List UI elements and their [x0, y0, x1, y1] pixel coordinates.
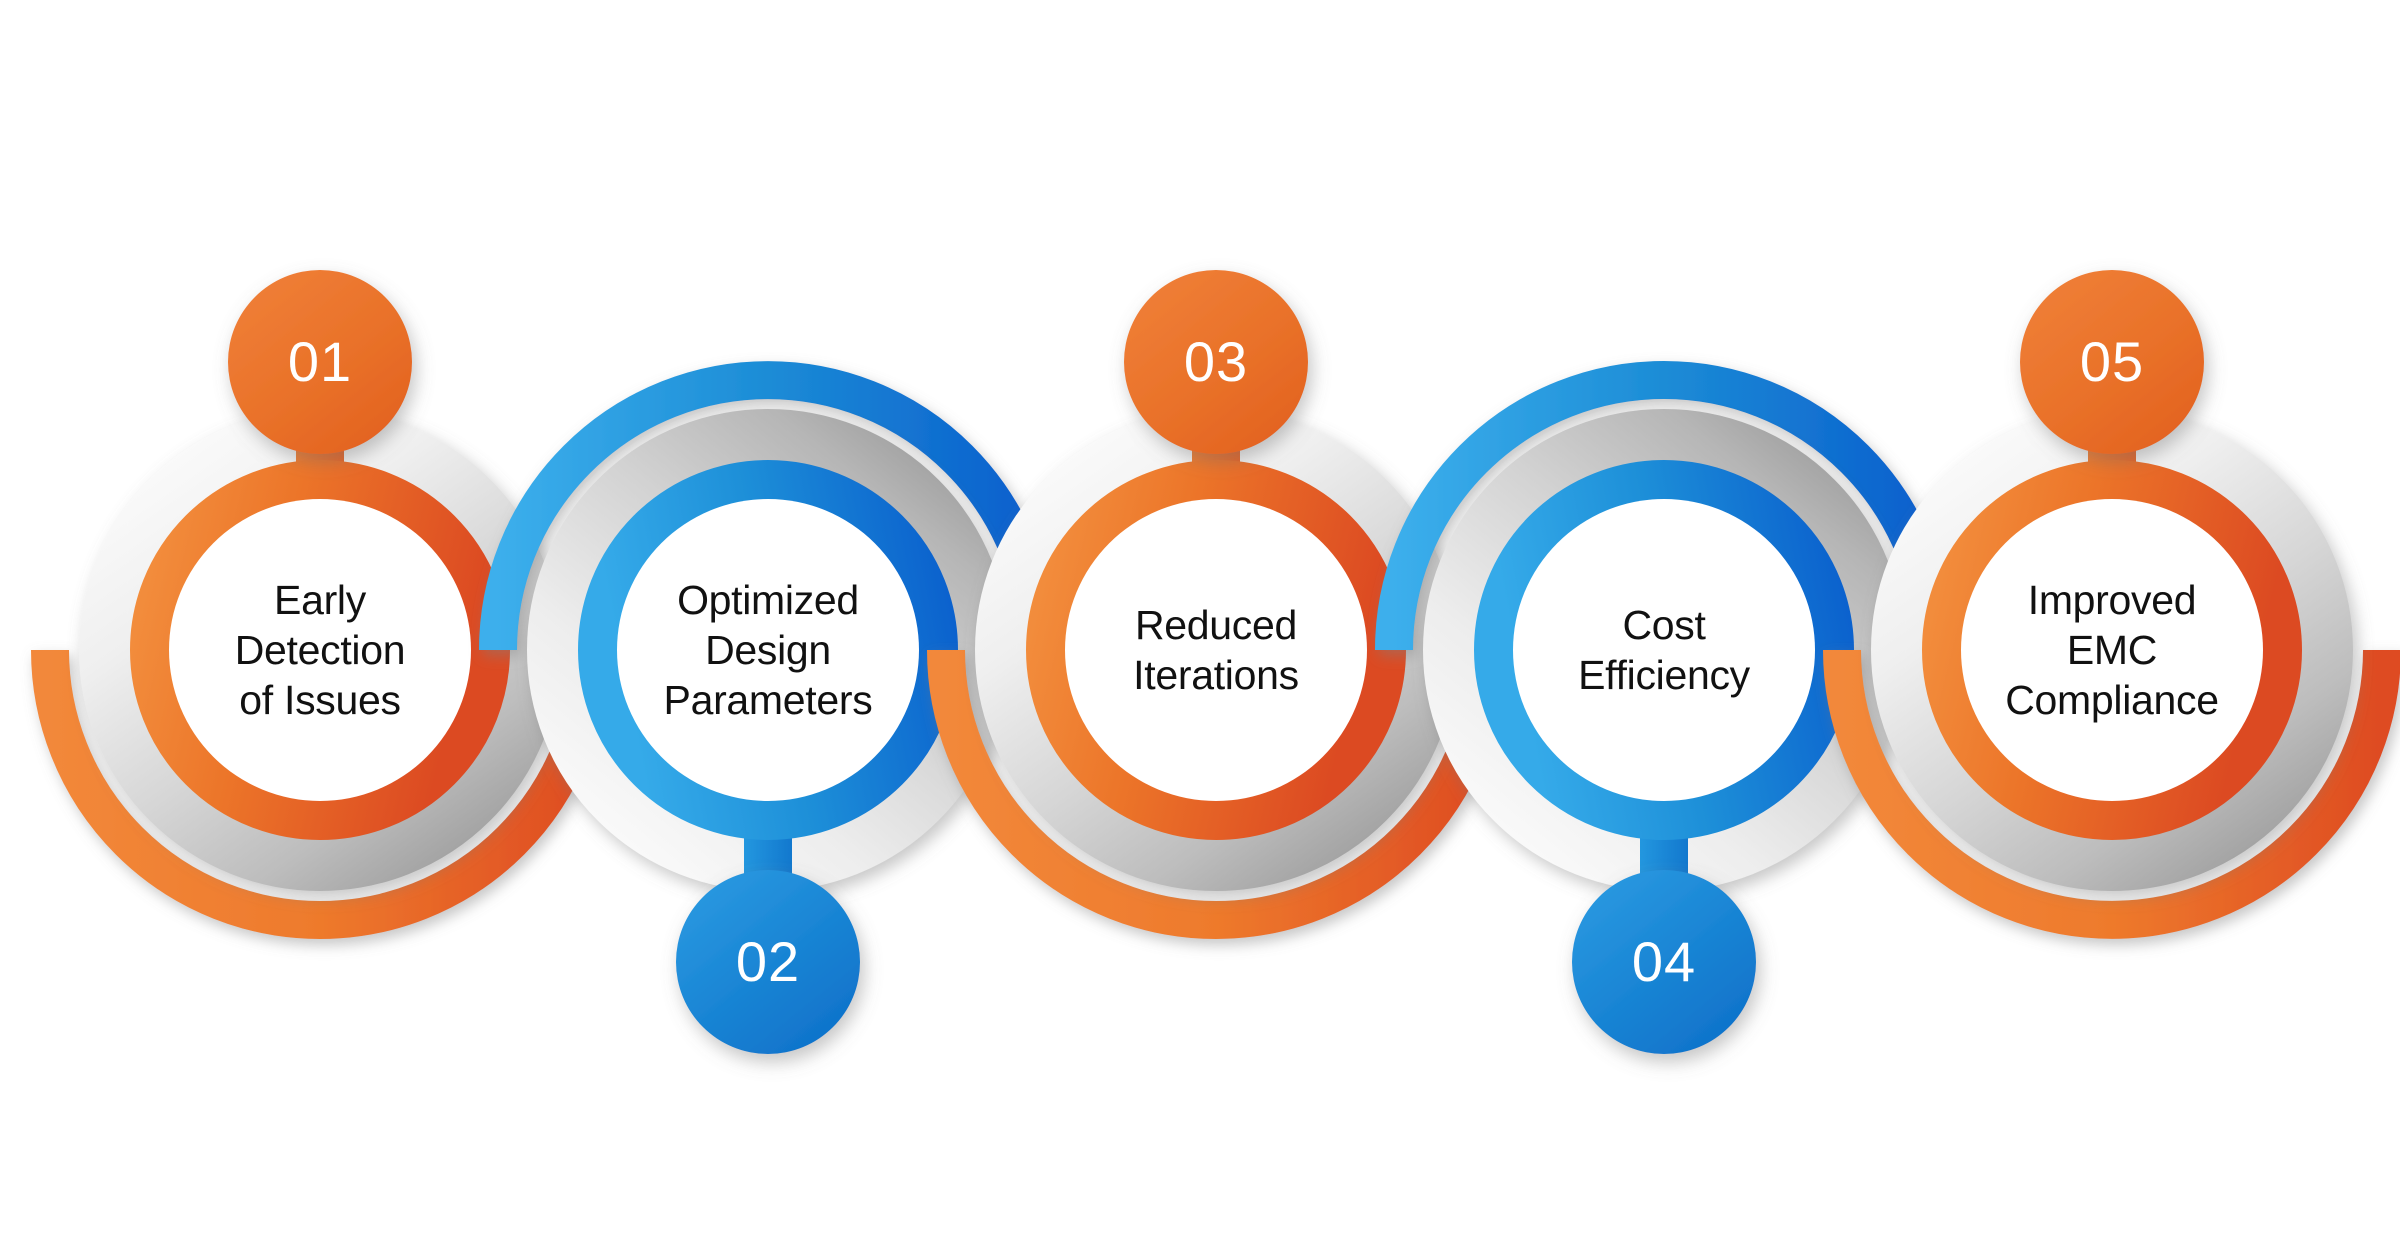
inner-accent-ring-5 [1922, 460, 2302, 840]
content-disc-2 [617, 499, 919, 801]
content-disc-3 [1065, 499, 1367, 801]
inner-accent-ring-1 [130, 460, 510, 840]
number-badge-4[interactable] [1572, 870, 1756, 1054]
outer-accent-arc-1 [31, 649, 609, 939]
number-badge-1[interactable] [228, 270, 412, 454]
outer-accent-arc-2 [479, 361, 1057, 651]
inner-accent-ring-4 [1474, 460, 1854, 840]
content-disc-4 [1513, 499, 1815, 801]
number-badge-5[interactable] [2020, 270, 2204, 454]
outer-accent-arc-4 [1375, 361, 1953, 651]
outer-accent-arc-3 [927, 649, 1505, 939]
content-disc-1 [169, 499, 471, 801]
content-disc-5 [1961, 499, 2263, 801]
number-badge-2[interactable] [676, 870, 860, 1054]
step-group-5[interactable] [1823, 270, 2400, 939]
outer-accent-arc-5 [1823, 649, 2400, 939]
number-badge-3[interactable] [1124, 270, 1308, 454]
step-group-4[interactable] [1375, 361, 1953, 1054]
step-group-1[interactable] [31, 270, 609, 939]
